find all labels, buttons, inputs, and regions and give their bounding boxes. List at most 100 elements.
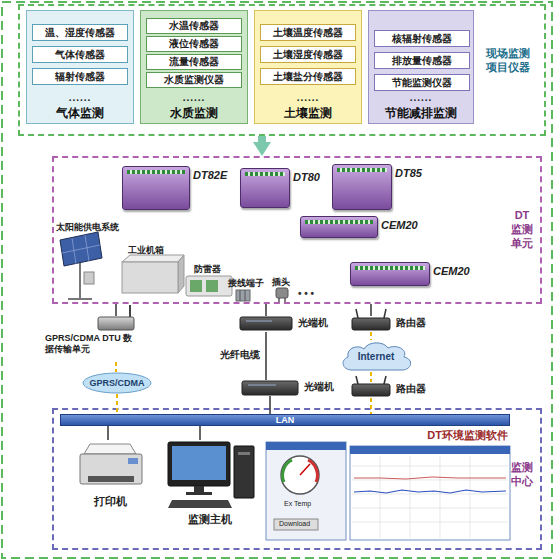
cable-line xyxy=(115,304,117,316)
software-screenshot xyxy=(352,494,508,495)
sensor-box: 辐射传感器 xyxy=(32,68,128,85)
computer-picture xyxy=(186,492,212,495)
optical-transceiver: 光端机 xyxy=(242,380,342,396)
sensor-box: 液位传感器 xyxy=(146,36,242,52)
device-name: DT82E xyxy=(193,169,227,181)
ellipsis-text: ...... xyxy=(255,93,361,103)
optical-transceiver xyxy=(246,321,272,322)
node-label: 土壤温度传感器 xyxy=(273,27,343,39)
software-screenshot xyxy=(352,508,508,509)
software-screenshot xyxy=(283,460,292,482)
logger-device: DT80 xyxy=(240,168,290,208)
solar-panel xyxy=(84,272,94,284)
transmission-unit: GPRS/CDMA DTU 数据传输单元 xyxy=(45,316,137,362)
software-screenshot xyxy=(350,446,510,454)
device-name: 光端机 xyxy=(298,317,328,329)
sensor-box: 温、湿度传感器 xyxy=(32,24,128,41)
category-title: 水质监测 xyxy=(141,106,247,120)
node-label: 水质监测仪器 xyxy=(164,74,224,86)
dtu-modem xyxy=(98,305,134,330)
device-name: DT80 xyxy=(293,171,320,183)
edge-label: 光纤电缆 xyxy=(220,349,260,361)
node-label: 气体传感器 xyxy=(55,49,105,61)
router-device xyxy=(356,376,358,384)
sensor-box: 气体传感器 xyxy=(32,46,128,63)
annotation-label: Ex Temp xyxy=(284,500,311,507)
router-device: 路由器 xyxy=(352,382,437,398)
device-name: DT85 xyxy=(395,167,422,179)
internet-cloud: Internet xyxy=(338,340,414,372)
solar-panel xyxy=(79,258,81,298)
router-device: 路由器 xyxy=(352,316,437,332)
industrial-cabinet xyxy=(178,255,184,293)
surge-protector xyxy=(190,280,202,292)
wireless-link xyxy=(115,362,117,372)
monitor-host: 监测主机 xyxy=(160,440,260,530)
printer-picture xyxy=(88,476,134,482)
section-frame: 现场监测项目仪器......气体监测温、湿度传感器气体传感器辐射传感器.....… xyxy=(18,4,546,136)
annotation-label: 工业机箱 xyxy=(128,244,164,257)
terminal-block xyxy=(236,290,250,301)
sensor-box: 核辐射传感器 xyxy=(374,30,470,47)
software-screenshot xyxy=(274,519,318,530)
category-title: 节能减排监测 xyxy=(369,106,473,120)
wireless-network: GPRS/CDMA xyxy=(82,372,152,394)
software-screenshot xyxy=(308,460,317,482)
sensor-box: 水温传感器 xyxy=(146,18,242,34)
annotation-label: 防雷器 xyxy=(194,263,221,276)
device-name: 监测主机 xyxy=(160,512,260,527)
software-screenshot xyxy=(266,442,510,540)
industrial-cabinet xyxy=(122,255,184,293)
software-screenshot xyxy=(281,456,319,494)
wireless-link xyxy=(370,372,372,382)
annotation-label: 太阳能供电系统 xyxy=(56,221,119,234)
section-title: DT监测单元 xyxy=(510,208,534,250)
category-title: 气体监测 xyxy=(27,106,133,120)
solar-panel xyxy=(60,232,102,266)
wireless-link xyxy=(370,332,372,340)
cable-line xyxy=(199,426,201,440)
computer-picture xyxy=(172,446,226,480)
device-name: 路由器 xyxy=(396,317,426,329)
software-screenshot xyxy=(266,442,346,450)
node-label: 节能监测仪器 xyxy=(392,77,452,89)
optical-transceiver xyxy=(240,317,292,330)
annotation-label: • • • xyxy=(298,288,314,299)
device-name: 光端机 xyxy=(304,381,334,393)
section-frame: 监测中心LAN打印机监测主机DT环境监测软件 xyxy=(52,408,542,550)
solar-panel xyxy=(60,232,102,299)
wireless-link xyxy=(116,394,118,414)
computer-picture xyxy=(168,500,232,508)
plug xyxy=(276,288,288,303)
node-label: 辐射传感器 xyxy=(55,71,105,83)
software-screenshot xyxy=(354,490,506,493)
ellipse-outline xyxy=(83,373,151,393)
computer-picture xyxy=(194,486,204,492)
router-device xyxy=(384,309,386,318)
sensor-box: 节能监测仪器 xyxy=(374,74,470,91)
node-label: 核辐射传感器 xyxy=(392,33,452,45)
sensor-box: 土壤盐分传感器 xyxy=(260,68,356,85)
lan-bus: LAN xyxy=(60,414,510,426)
cable-line xyxy=(107,426,109,440)
computer-picture xyxy=(234,446,254,498)
device-name: 打印机 xyxy=(72,494,148,509)
computer-picture xyxy=(168,442,254,508)
node-label: 流量传感器 xyxy=(169,56,219,68)
logger-device: DT85 xyxy=(332,164,392,210)
optical-transceiver: 光端机 xyxy=(240,316,335,332)
computer-picture xyxy=(238,452,250,455)
printer-picture xyxy=(80,454,142,484)
software-screenshot xyxy=(300,464,310,475)
cable-line xyxy=(265,304,267,316)
logger-device: CEM20 xyxy=(350,262,430,286)
software-screenshot xyxy=(352,522,508,523)
dtu-modem xyxy=(98,317,134,330)
software-screenshot xyxy=(352,456,508,538)
solar-panel xyxy=(62,245,100,253)
solar-panel xyxy=(68,298,92,300)
cloud-outline xyxy=(343,343,411,370)
software-screenshot xyxy=(470,456,471,538)
